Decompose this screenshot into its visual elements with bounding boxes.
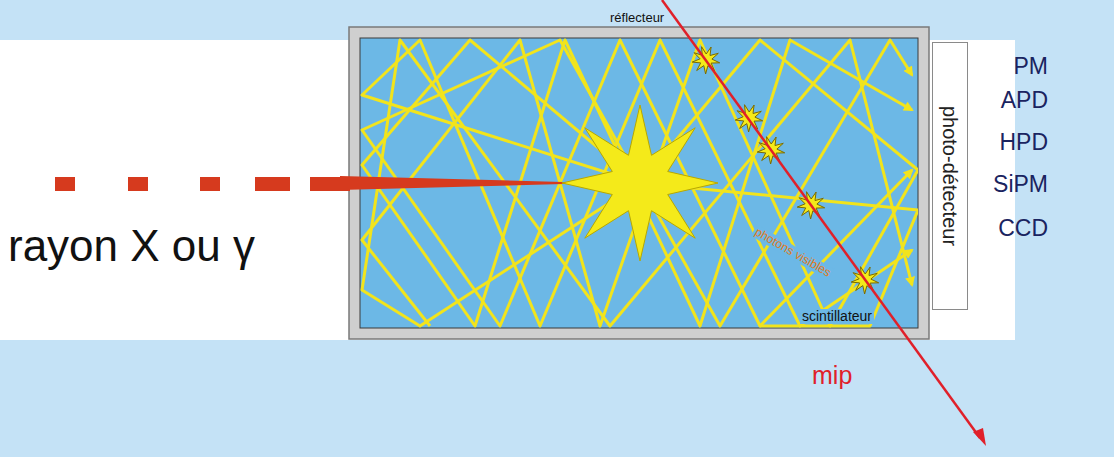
scintillator-label: scintillateur [800, 309, 874, 324]
mip-track [662, 0, 980, 438]
detector-type: PM [1014, 54, 1049, 79]
radiation-label: rayon X ou γ [8, 222, 255, 270]
detector-type: SiPM [993, 172, 1048, 197]
beam-dashes [55, 177, 350, 191]
scintillator-box: réflecteurscintillateur [349, 27, 929, 339]
particle-label: mip [812, 362, 852, 390]
detector-type: HPD [999, 130, 1048, 155]
mip-arrowhead [973, 428, 986, 446]
photodetector-label: photo-détecteur [939, 106, 961, 246]
reflector-label: réflecteur [610, 11, 664, 25]
detector-type: APD [1001, 88, 1048, 113]
scintillation-star [562, 105, 718, 261]
scintillation-star [562, 105, 718, 261]
photodetector-box: photo-détecteur [932, 42, 968, 310]
detector-type: CCD [998, 216, 1048, 241]
incident-beam [340, 176, 600, 190]
